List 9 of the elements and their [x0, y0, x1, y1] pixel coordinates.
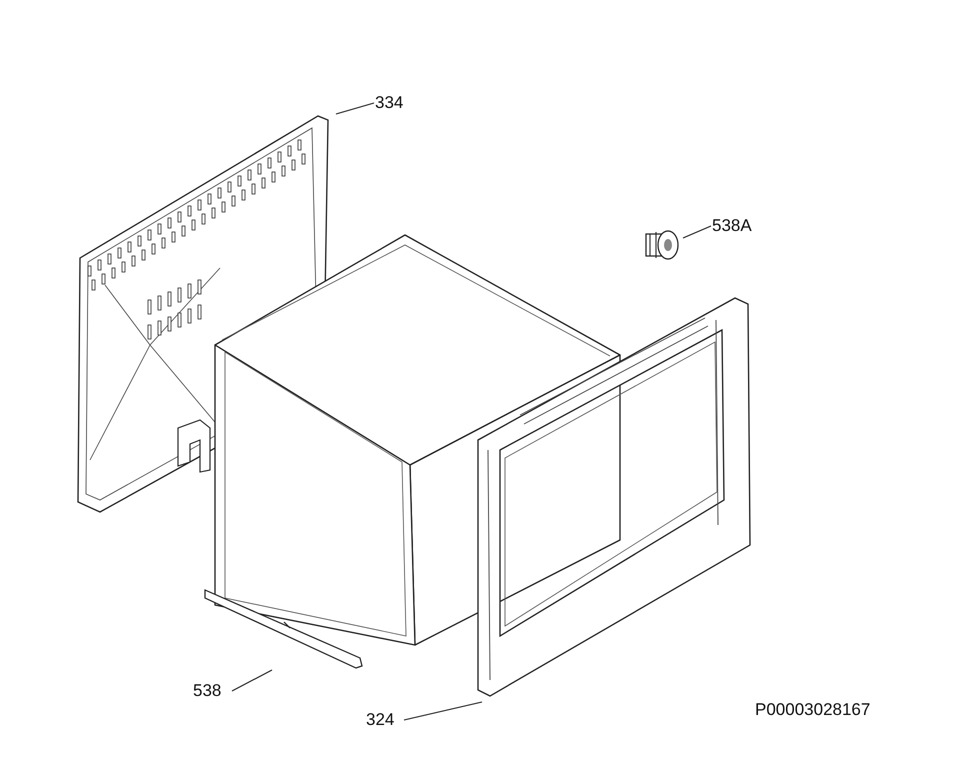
leader-line	[336, 102, 374, 115]
leader-line	[232, 670, 272, 692]
leader-line	[682, 226, 712, 238]
leader-line	[404, 701, 482, 721]
callout-number: 334	[375, 93, 404, 113]
callout-number: 324	[366, 710, 396, 730]
callout-number: 538	[193, 681, 222, 701]
callout-number: 538A	[712, 216, 753, 236]
drawing-number: P00003028167	[755, 700, 870, 720]
